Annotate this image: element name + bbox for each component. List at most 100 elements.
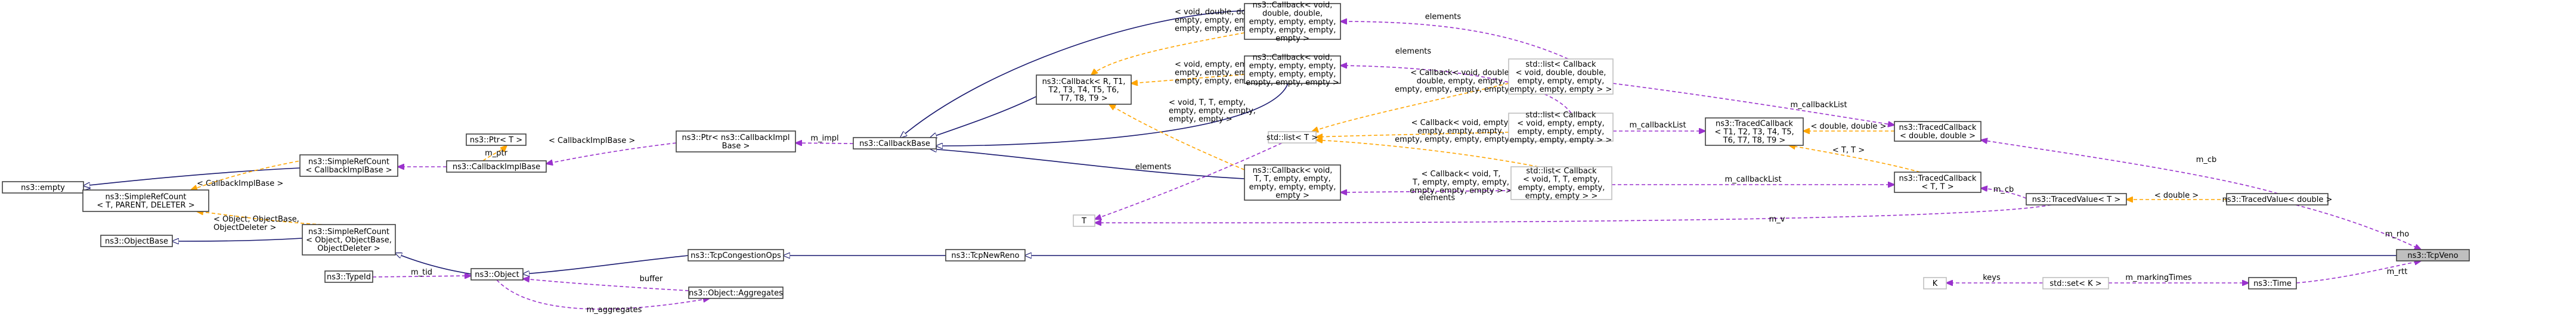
class-node-stdListT[interactable]: std::list< T > — [1267, 131, 1318, 144]
class-node-K[interactable]: K — [1923, 277, 1947, 289]
class-node-cbVTT[interactable]: ns3::Callback< void,T, T, empty, empty,e… — [1244, 164, 1341, 201]
class-node-T[interactable]: T — [1073, 214, 1095, 227]
edge-label-layer: < CallbackImplBase >< Object, ObjectBase… — [197, 8, 2409, 314]
edge-label-mPtr: m_ptr — [485, 149, 508, 158]
class-node-label: std::list< Callback< void, empty, empty,… — [1510, 111, 1612, 145]
class-node-box — [446, 160, 547, 173]
usage-edge-tracedCbDD-to-tracedValD — [1981, 140, 2278, 194]
class-node-box — [299, 154, 398, 177]
class-node-tracedCbDD[interactable]: ns3::TracedCallback< double, double > — [1894, 121, 1981, 142]
template-edge-cbImplBase-to-ptrT — [482, 145, 507, 161]
class-node-box — [853, 137, 937, 150]
class-node-aggregates[interactable]: ns3::Object::Aggregates — [688, 286, 784, 299]
edge-label-mCbList3: m_callbackList — [1724, 175, 1781, 184]
usage-edge-aggregates-to-object — [523, 279, 689, 291]
inherit-edge-cbVDD-to-cbBase — [900, 10, 1245, 138]
usage-edge-listTT-to-cbVTT — [1340, 191, 1512, 192]
class-node-box — [2, 181, 84, 194]
class-node-label: ns3::Callback< void,double, double,empty… — [1249, 1, 1336, 43]
class-node-tracedCbTT[interactable]: ns3::TracedCallback< T, T > — [1894, 172, 1981, 193]
edge-label-keys: keys — [1983, 273, 2001, 282]
usage-edge-ptrCbImpl-to-cbImplBase — [546, 142, 677, 164]
class-node-label: ns3::TypeId — [327, 273, 371, 282]
class-node-box — [1894, 172, 1981, 193]
class-node-box — [1510, 166, 1612, 200]
inherit-edge-cbR-to-cbBase — [930, 96, 1037, 138]
inherit-edge-cbVTT-to-cbBase — [930, 149, 1245, 179]
class-node-box — [688, 249, 784, 261]
template-edge-listDD-to-stdListT — [1312, 83, 1509, 132]
class-node-tracedValT[interactable]: ns3::TracedValue< T > — [2026, 193, 2127, 205]
class-node-listTT[interactable]: std::list< Callback< void, T, T, empty,e… — [1510, 166, 1612, 201]
class-node-empty[interactable]: ns3::empty — [2, 181, 84, 194]
class-node-box — [2042, 277, 2109, 289]
inherit-edge-cbVE-to-cbBase — [936, 83, 1289, 146]
class-node-label: ns3::SimpleRefCount< CallbackImplBase > — [305, 158, 392, 175]
class-node-cbVDD[interactable]: ns3::Callback< void,double, double,empty… — [1244, 1, 1341, 43]
usage-edge-cbBase-to-ptrCbImpl — [795, 143, 854, 144]
class-node-label: ns3::SimpleRefCount< T, PARENT, DELETER … — [97, 193, 194, 210]
template-edge-cbVE-to-cbR — [1131, 74, 1245, 83]
class-node-box — [2226, 193, 2329, 205]
class-node-box — [1923, 277, 1947, 289]
class-node-label: ns3::Object — [475, 270, 519, 279]
inherit-edge-srcObj-to-objectBase — [172, 238, 303, 241]
class-node-box — [1244, 3, 1341, 40]
class-node-box — [1244, 164, 1341, 201]
usage-edge-T-to-tracedValT — [1095, 204, 2052, 223]
class-node-label: ns3::ObjectBase — [105, 237, 168, 246]
edge-label-cbImplBaseLbl: < CallbackImplBase > — [197, 179, 283, 188]
edge-label-dblDbl: < double, double > — [1811, 122, 1887, 131]
class-node-label: ns3::TcpNewReno — [951, 251, 1019, 260]
class-node-box — [1036, 74, 1132, 105]
edge-label-mAggregates: m_aggregates — [587, 306, 642, 314]
class-node-srcT[interactable]: ns3::SimpleRefCount< T, PARENT, DELETER … — [82, 189, 209, 212]
class-node-cbVE[interactable]: ns3::Callback< void,empty, empty, empty,… — [1244, 54, 1341, 88]
class-node-box — [945, 249, 1026, 261]
class-node-cbImplBase[interactable]: ns3::CallbackImplBase — [446, 160, 547, 173]
class-node-tcpNewReno[interactable]: ns3::TcpNewReno — [945, 249, 1026, 261]
class-node-box — [2396, 249, 2470, 261]
class-node-stdSetK[interactable]: std::set< K > — [2042, 277, 2109, 289]
class-node-label: ns3::TracedValue< double > — [2222, 195, 2333, 204]
class-node-box — [470, 268, 524, 281]
class-node-srcCbImpl[interactable]: ns3::SimpleRefCount< CallbackImplBase > — [299, 154, 398, 177]
edge-layer — [83, 10, 2421, 310]
class-node-box — [1268, 131, 1317, 144]
class-node-tracedCbT[interactable]: ns3::TracedCallback< T1, T2, T3, T4, T5,… — [1705, 117, 1804, 146]
edge-label-mTid: m_tid — [411, 268, 432, 277]
inherit-edge-object-to-srcObj — [395, 253, 472, 275]
class-node-box — [1894, 121, 1981, 142]
edge-label-elements2: elements — [1395, 47, 1432, 56]
class-node-label: ns3::Callback< R, T1,T2, T3, T4, T5, T6,… — [1042, 77, 1126, 103]
class-node-tracedValD[interactable]: ns3::TracedValue< double > — [2222, 193, 2333, 205]
class-node-listDD[interactable]: std::list< Callback< void, double, doubl… — [1508, 58, 1614, 95]
class-node-label: ns3::empty — [21, 183, 65, 192]
template-edge-cbVTT-to-cbR — [1109, 104, 1245, 170]
class-node-time[interactable]: ns3::Time — [2248, 277, 2297, 289]
class-node-srcObj[interactable]: ns3::SimpleRefCount< Object, ObjectBase,… — [302, 224, 396, 256]
class-node-listE[interactable]: std::list< Callback< void, empty, empty,… — [1508, 111, 1614, 145]
class-node-cbR[interactable]: ns3::Callback< R, T1,T2, T3, T4, T5, T6,… — [1036, 74, 1132, 105]
class-node-label: ns3::TracedCallback< double, double > — [1899, 123, 1977, 141]
class-node-cbBase[interactable]: ns3::CallbackBase — [853, 137, 937, 150]
class-node-typeId[interactable]: ns3::TypeId — [324, 270, 373, 283]
class-node-ptrT[interactable]: ns3::Ptr< T > — [466, 133, 527, 146]
edge-label-tT: < T, T > — [1832, 146, 1865, 155]
class-node-tcpCong[interactable]: ns3::TcpCongestionOps — [688, 249, 784, 261]
usage-edge-tracedValD-to-tcpVeno — [2295, 204, 2421, 250]
inherit-edge-srcCbImpl-to-empty — [83, 167, 301, 186]
class-node-box — [676, 130, 796, 152]
edge-label-elements4: elements — [1419, 194, 1456, 203]
class-node-objectBase[interactable]: ns3::ObjectBase — [100, 235, 173, 247]
class-node-label: ns3::Ptr< T > — [470, 136, 522, 145]
usage-edge-listDD-to-tracedCbDD — [1612, 83, 1894, 125]
class-node-box — [1073, 214, 1095, 227]
edge-label-mCbList1: m_callbackList — [1629, 121, 1686, 130]
class-node-object[interactable]: ns3::Object — [470, 268, 524, 281]
class-node-label: ns3::Object::Aggregates — [689, 289, 783, 298]
class-node-tcpVeno[interactable]: ns3::TcpVeno — [2396, 249, 2470, 261]
